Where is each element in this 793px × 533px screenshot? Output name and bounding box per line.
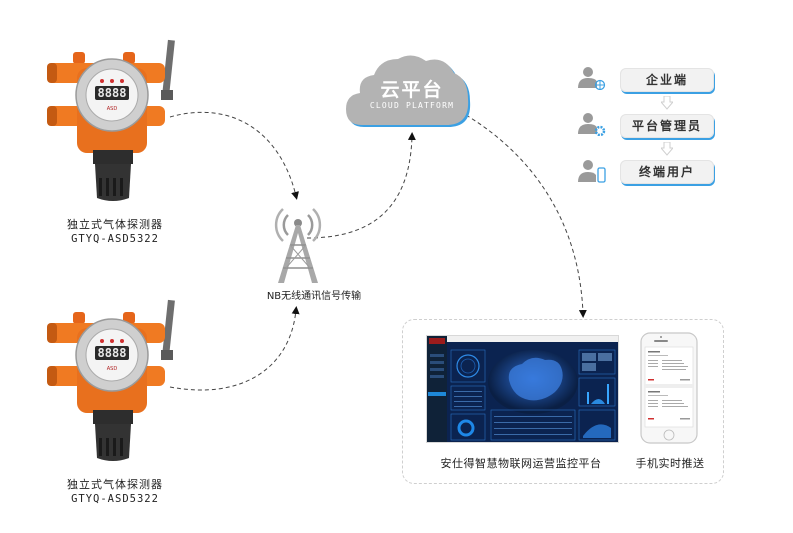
svg-text:ASD: ASD bbox=[107, 366, 118, 372]
arrow-down-icon bbox=[661, 142, 673, 156]
mobile-phone bbox=[640, 332, 698, 444]
mobile-push-label: 手机实时推送 bbox=[635, 457, 705, 470]
device-1-model: GTYQ-ASD5322 bbox=[71, 233, 159, 245]
china-map-shape bbox=[508, 357, 563, 401]
dashboard-sidebar bbox=[427, 336, 447, 442]
device-2-caption: 独立式气体探测器 GTYQ-ASD5322 bbox=[45, 478, 185, 506]
gas-detector-2: 8888 ASD bbox=[45, 298, 180, 478]
cloud-subtitle: CLOUD PLATFORM bbox=[369, 101, 455, 110]
dashboard-label: 安仕得智慧物联网运营监控平台 bbox=[440, 457, 602, 470]
link-device1-tower bbox=[169, 111, 299, 200]
dashboard-sidebar-active bbox=[428, 392, 446, 396]
roles-panel: 企业端 平台管理员 终端用户 bbox=[578, 64, 714, 189]
svg-text:8888: 8888 bbox=[98, 346, 127, 360]
cloud-icon bbox=[346, 55, 471, 127]
smartphone-icon bbox=[640, 332, 698, 444]
role-end-user: 终端用户 bbox=[620, 160, 714, 184]
link-device2-tower bbox=[169, 306, 300, 391]
dashboard-topbar bbox=[447, 336, 618, 342]
nb-tower bbox=[268, 203, 328, 285]
dashboard-screenshot: 安仕得智慧物联网运营监控平台 bbox=[426, 335, 619, 443]
role-enterprise: 企业端 bbox=[620, 68, 714, 92]
signal-tower-icon bbox=[274, 208, 322, 283]
arrow-down-icon bbox=[661, 96, 673, 110]
user-globe-icon bbox=[578, 67, 606, 90]
device-2-name: 独立式气体探测器 bbox=[67, 478, 163, 491]
platform-container bbox=[402, 319, 724, 484]
device-1-caption: 独立式气体探测器 GTYQ-ASD5322 bbox=[45, 218, 185, 246]
nb-transmission-label: NB无线通讯信号传输 bbox=[266, 291, 362, 302]
device-2-model: GTYQ-ASD5322 bbox=[71, 493, 159, 505]
user-gear-icon bbox=[578, 113, 606, 136]
dashboard-logo bbox=[429, 338, 445, 344]
link-cloud-platform bbox=[465, 114, 587, 318]
user-phone-icon bbox=[578, 160, 606, 183]
device-1-name: 独立式气体探测器 bbox=[67, 218, 163, 231]
gas-detector-icon: 8888 ASD bbox=[47, 39, 175, 201]
cloud-title: 云平台 bbox=[380, 79, 444, 101]
gas-detector-1: 8888 ASD bbox=[45, 38, 180, 218]
svg-text:8888: 8888 bbox=[98, 86, 127, 100]
dashboard-content bbox=[447, 342, 618, 442]
role-platform-admin: 平台管理员 bbox=[620, 114, 714, 138]
svg-text:ASD: ASD bbox=[107, 106, 118, 112]
link-tower-cloud bbox=[306, 132, 416, 239]
gas-detector-icon: 8888 ASD bbox=[47, 299, 175, 461]
